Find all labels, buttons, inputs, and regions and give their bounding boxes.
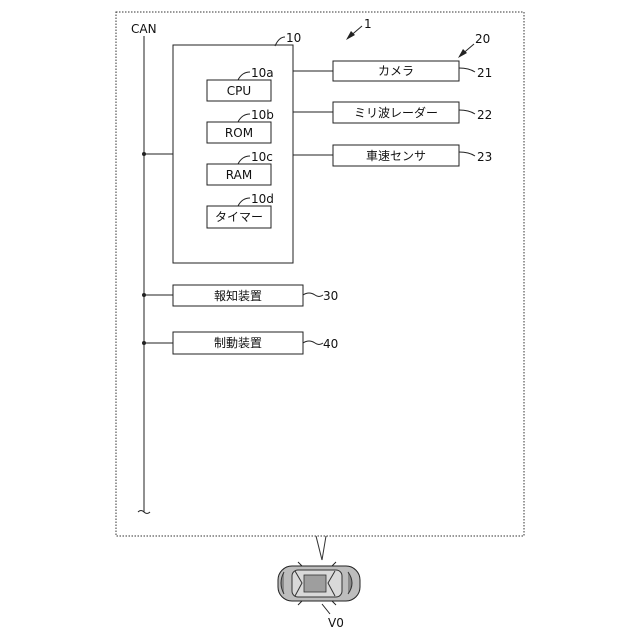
- callout-line-right: [322, 536, 326, 560]
- bus-ecu-node: [142, 152, 146, 156]
- ram-label: RAM: [207, 168, 271, 182]
- bus-brake-node: [142, 341, 146, 345]
- vehicle-ref: V0: [328, 616, 344, 630]
- ecu-ref: 10: [286, 31, 301, 45]
- leader-10a: [238, 72, 250, 80]
- timer-ref: 10d: [251, 192, 274, 206]
- callout-line-left: [316, 536, 322, 560]
- braking-ref: 40: [323, 337, 338, 351]
- cpu-ref: 10a: [251, 66, 274, 80]
- leader-22: [459, 110, 475, 114]
- speed-label: 車速センサ: [333, 149, 459, 163]
- leader-10d: [238, 198, 250, 206]
- ecu-box: [173, 45, 293, 263]
- radar-label: ミリ波レーダー: [333, 106, 459, 120]
- rom-ref: 10b: [251, 108, 274, 122]
- notification-label: 報知装置: [173, 289, 303, 303]
- leader-10b: [238, 114, 250, 122]
- radar-ref: 22: [477, 108, 492, 122]
- leader-10c: [238, 156, 250, 164]
- system-ref: 1: [364, 17, 372, 31]
- speed-ref: 23: [477, 150, 492, 164]
- sensors-group-ref: 20: [475, 32, 490, 46]
- leader-21: [459, 68, 475, 72]
- system-arrow: [346, 26, 362, 40]
- timer-label: タイマー: [207, 210, 271, 224]
- ram-ref: 10c: [251, 150, 273, 164]
- can-bus-label: CAN: [131, 22, 157, 36]
- leader-30: [303, 293, 323, 297]
- camera-label: カメラ: [333, 64, 459, 78]
- bus-notify-node: [142, 293, 146, 297]
- vehicle-leader: [322, 604, 330, 614]
- camera-ref: 21: [477, 66, 492, 80]
- notification-ref: 30: [323, 289, 338, 303]
- braking-label: 制動装置: [173, 336, 303, 350]
- sensors-group-arrow: [458, 44, 474, 58]
- leader-23: [459, 152, 475, 156]
- system-boundary: [116, 12, 524, 536]
- leader-40: [303, 341, 323, 345]
- rom-label: ROM: [207, 126, 271, 140]
- cpu-label: CPU: [207, 84, 271, 98]
- vehicle-icon: [278, 562, 360, 605]
